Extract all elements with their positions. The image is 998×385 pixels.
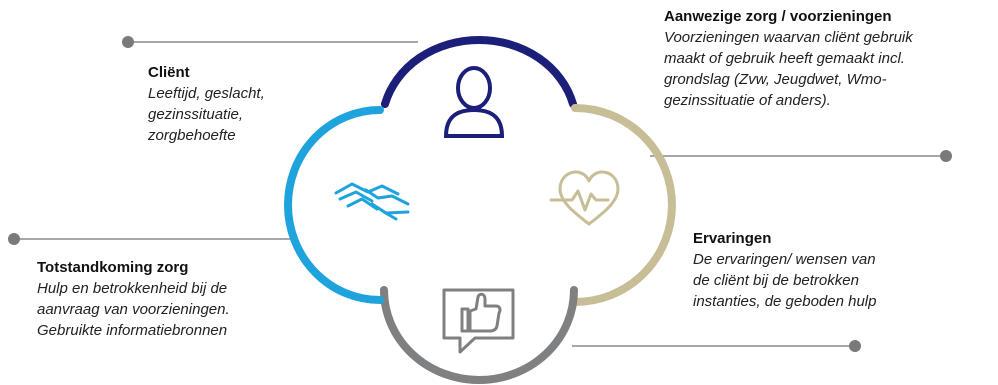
person-icon (443, 66, 505, 138)
totstandkoming-block: Totstandkoming zorg Hulp en betrokkenhei… (37, 257, 317, 341)
connector-care (650, 150, 952, 162)
connector-client (122, 36, 418, 48)
totstandkoming-title: Totstandkoming zorg (37, 259, 189, 276)
arc-client (381, 35, 577, 108)
totstandkoming-description: Hulp en betrokkenheid bij de aanvraag va… (37, 280, 230, 339)
arc-totstandkoming (284, 106, 384, 304)
arc-care (571, 104, 676, 306)
client-description: Leeftijd, geslacht, gezinssituatie, zorg… (148, 85, 265, 144)
handshake-icon (334, 182, 410, 221)
connector-totstandkoming (8, 233, 296, 245)
care-description: Voorzieningen waarvan cliënt gebruik maa… (664, 29, 913, 109)
thumbs-up-speech-icon (442, 288, 515, 354)
connector-experiences (572, 340, 861, 352)
experiences-description: De ervaringen/ wensen van de cliënt bij … (693, 251, 877, 310)
experiences-title: Ervaringen (693, 230, 772, 247)
care-block: Aanwezige zorg / voorzieningen Voorzieni… (664, 6, 994, 111)
client-block: Cliënt Leeftijd, geslacht, gezinssituati… (148, 62, 318, 146)
client-title: Cliënt (148, 64, 190, 81)
care-title: Aanwezige zorg / voorzieningen (664, 8, 892, 25)
experiences-block: Ervaringen De ervaringen/ wensen van de … (693, 228, 953, 312)
arc-experiences (380, 286, 578, 384)
heart-pulse-icon (549, 170, 620, 226)
